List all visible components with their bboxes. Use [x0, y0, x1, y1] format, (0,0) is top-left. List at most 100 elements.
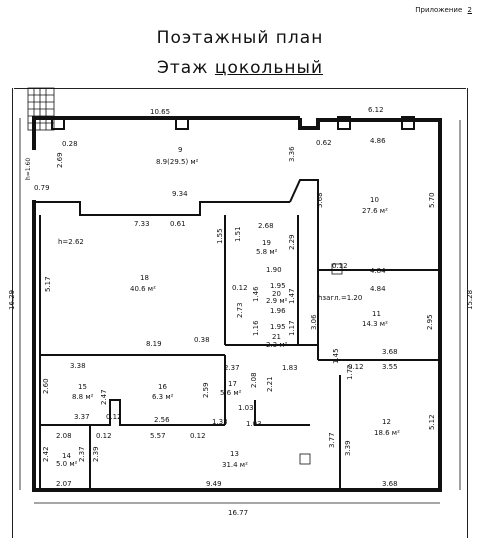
room-10: 10 27.6 м²: [362, 196, 388, 215]
appendix-text: Приложение: [415, 6, 463, 14]
room-number: 15: [78, 383, 87, 391]
dim-top-left: 10.65: [150, 108, 170, 116]
room-16: 16 6.3 м²: [152, 383, 174, 401]
frame-left: [12, 88, 13, 538]
dim-label: 0.79: [34, 184, 50, 192]
room-18: 18 40.6 м²: [130, 274, 156, 293]
room-number: 12: [382, 418, 391, 426]
dim-label: 3.68: [382, 348, 398, 356]
room-area: 14.3 м²: [362, 320, 388, 328]
room-14: 14 5.0 м²: [56, 452, 78, 468]
frame-right: [467, 88, 468, 538]
dim-left-height: 16.29: [8, 290, 16, 310]
dim-label: 0.12: [332, 262, 348, 270]
dim-label: 1.72: [346, 364, 354, 380]
room-12: 12 18.6 м²: [374, 418, 400, 437]
dim-label: 1.83: [282, 364, 298, 372]
dim-label: 2.08: [56, 432, 72, 440]
dim-top-right: 6.12: [368, 106, 384, 114]
dim-right-height: 15.28: [466, 290, 474, 310]
dim-label: 4.84: [370, 285, 386, 293]
room-20: 20 2.9 м²: [266, 290, 288, 305]
floor-title: Этаж цокольный: [0, 58, 480, 78]
dim-label: 2.21: [266, 376, 274, 392]
dim-label: 0.62: [316, 139, 332, 147]
dimension-lines: [19, 118, 461, 504]
dim-label: 2.68: [258, 222, 274, 230]
dim-label: 4.86: [370, 137, 386, 145]
room-19: 19 5.8 м²: [256, 239, 278, 256]
dim-label: 2.69: [56, 152, 64, 168]
dim-label: 2.73: [236, 302, 244, 318]
room-area: 2.3 м²: [266, 341, 288, 349]
note-h-left: h=1.60: [25, 158, 32, 180]
dim-label: 0.12: [106, 413, 122, 421]
room-area: 5.0 м²: [56, 460, 78, 468]
dim-label: 2.29: [288, 234, 296, 250]
note-h-room18: h=2.62: [58, 238, 84, 246]
dim-label: 8.19: [146, 340, 162, 348]
room-area: 5.6 м²: [220, 389, 242, 397]
column-marker: [299, 453, 311, 465]
note-h-room11: hзагл.=1.20: [318, 294, 362, 302]
dim-label: 9.49: [206, 480, 222, 488]
dim-label: 9.34: [172, 190, 188, 198]
dim-label: 1.95: [270, 323, 286, 331]
room-area: 8.9(29.5) м²: [156, 158, 199, 166]
room-number: 21: [272, 333, 281, 341]
dim-label: 3.77: [328, 432, 336, 448]
dim-label: 1.16: [252, 320, 260, 336]
staircase: [27, 87, 55, 131]
floor-prefix: Этаж: [156, 58, 209, 78]
dim-label: 1.90: [266, 266, 282, 274]
dim-label: 1.46: [252, 286, 260, 302]
dim-label: 2.56: [154, 416, 170, 424]
dim-label: 1.47: [288, 288, 296, 304]
room-number: 9: [178, 146, 182, 154]
room-11: 11 14.3 м²: [362, 310, 388, 328]
dim-label: 5.70: [428, 192, 436, 208]
dim-total-width: 16.77: [228, 509, 248, 517]
dim-label: 1.33: [212, 418, 228, 426]
room-number: 18: [140, 274, 149, 282]
dim-label: 1.96: [270, 307, 286, 315]
dim-label: 5.57: [150, 432, 166, 440]
dim-label: 0.38: [194, 336, 210, 344]
dim-label: 3.39: [344, 440, 352, 456]
dim-label: 0.12: [348, 363, 364, 371]
dim-label: 0.61: [170, 220, 186, 228]
dim-label: 4.84: [370, 267, 386, 275]
room-number: 11: [372, 310, 381, 318]
dim-label: 3.55: [382, 363, 398, 371]
room-area: 31.4 м²: [222, 461, 248, 469]
room-area: 2.9 м²: [266, 297, 288, 305]
interior-walls: [34, 179, 440, 490]
room-number: 14: [62, 452, 71, 460]
room-number: 20: [272, 290, 281, 298]
dim-label: 3.36: [288, 146, 296, 162]
room-area: 6.3 м²: [152, 393, 174, 401]
frame-top: [14, 88, 466, 89]
floor-value: цокольный: [214, 58, 324, 78]
room-15: 15 8.8 м²: [72, 383, 94, 401]
dim-label: 1.45: [332, 348, 340, 364]
room-area: 5.8 м²: [256, 248, 278, 256]
room-number: 13: [230, 450, 239, 458]
room-number: 16: [158, 383, 167, 391]
appendix-number: 2: [467, 6, 472, 14]
dim-label: 2.60: [42, 378, 50, 394]
dim-label: 2.07: [56, 480, 72, 488]
dim-label: 3.06: [310, 314, 318, 330]
column-marker: [331, 263, 343, 275]
dim-label: 2.95: [426, 314, 434, 330]
dim-label: 1.95: [270, 282, 286, 290]
dim-label: 2.39: [92, 446, 100, 462]
dim-label: 5.12: [428, 414, 436, 430]
room-area: 8.8 м²: [72, 393, 94, 401]
appendix-label: Приложение 2: [415, 6, 472, 14]
dim-label: 1.03: [246, 420, 262, 428]
dim-label: 3.38: [70, 362, 86, 370]
dim-label: 1.55: [216, 228, 224, 244]
dim-label: 1.51: [234, 226, 242, 242]
